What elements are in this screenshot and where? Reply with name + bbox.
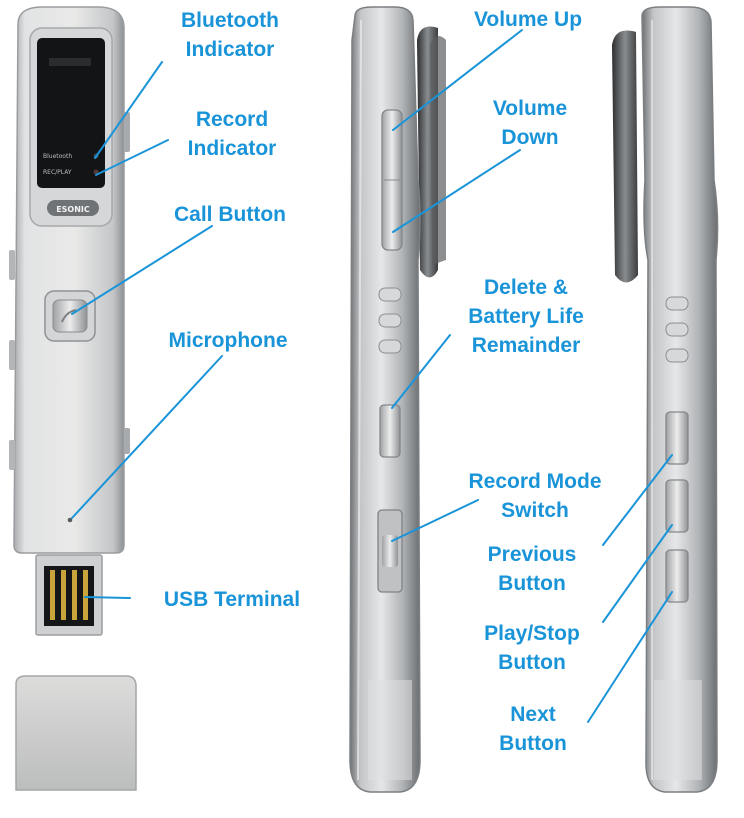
leader-line-previous [602,454,673,546]
callout-call-button: Call Button [150,200,310,229]
callout-usb-line1: USB Terminal [163,588,301,611]
callout-record-indicator: Record Indicator [162,105,302,163]
leader-line-volume-down [392,149,521,233]
callout-volume-down-line2: Down [501,126,559,149]
side-view-right-device [612,6,719,793]
front-screen [37,38,105,188]
callout-delete-line2: Battery Life [468,305,584,328]
leader-line-microphone [71,355,223,519]
screen-recplay-text: REC/PLAY [43,169,72,176]
previous-button[interactable] [665,411,689,465]
leader-line-volume-up [392,29,523,131]
callout-microphone: Microphone [144,326,312,355]
leader-line-call [71,225,213,315]
callout-record-line1: Record [195,108,269,131]
callout-next-button: Next Button [478,700,588,758]
callout-play-stop-line2: Button [498,651,566,674]
usb-cap [15,675,137,791]
callout-previous-line1: Previous [487,543,577,566]
leader-line-play-stop [602,524,673,623]
callout-record-mode-line2: Switch [501,499,569,522]
callout-record-line2: Indicator [187,137,277,160]
play-stop-button[interactable] [665,479,689,533]
leader-line-bluetooth [94,61,163,159]
callout-bluetooth-indicator: Bluetooth Indicator [160,6,300,64]
callout-usb-terminal: USB Terminal [134,585,330,614]
callout-call-line1: Call Button [174,203,286,226]
record-led-icon [93,169,99,175]
screen-bluetooth-text: Bluetooth [43,153,72,160]
callout-microphone-line1: Microphone [168,329,288,352]
callout-record-mode-line1: Record Mode [468,470,602,493]
callout-play-stop-line1: Play/Stop [484,622,580,645]
callout-next-line2: Button [499,732,567,755]
callout-volume-down-line1: Volume [492,97,568,120]
brand-logo-badge [47,200,99,216]
callout-delete-battery: Delete & Battery Life Remainder [436,273,616,360]
microphone-hole [67,517,73,523]
callout-bluetooth-line1: Bluetooth [181,9,279,32]
leader-line-usb [84,596,131,599]
brand-logo-text: ESONIC [56,205,90,214]
leader-line-record [95,139,169,176]
callout-volume-up: Volume Up [448,5,608,34]
callout-volume-up-line1: Volume Up [473,8,583,31]
callout-record-mode-switch: Record Mode Switch [440,467,630,525]
leader-line-record-mode [391,499,479,542]
leader-line-next [587,591,673,723]
side-view-left-device [349,6,446,793]
delete-button[interactable] [379,404,401,458]
phone-icon [61,309,77,323]
callout-previous-button: Previous Button [462,540,602,598]
callout-delete-line1: Delete & [483,276,569,299]
front-view-device: Bluetooth REC/PLAY ESONIC [9,6,137,791]
callout-previous-line2: Button [498,572,566,595]
leader-line-delete [391,334,451,409]
callout-next-line1: Next [510,703,556,726]
next-button[interactable] [665,549,689,603]
callout-bluetooth-line2: Indicator [185,38,275,61]
call-button[interactable] [52,299,88,333]
callout-delete-line3: Remainder [471,334,581,357]
callout-play-stop-button: Play/Stop Button [462,619,602,677]
callout-volume-down: Volume Down [460,94,600,152]
